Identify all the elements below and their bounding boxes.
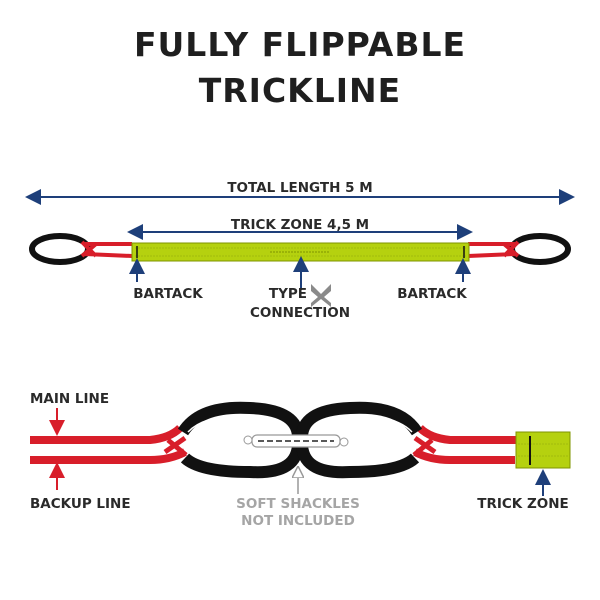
trick-zone-webbing [131,242,470,262]
x-icon [311,284,331,307]
trick-zone-label: TRICK ZONE [477,496,568,512]
bartack-left-label: BARTACK [133,286,203,302]
soft-shackles-label: SOFT SHACKLES [236,496,360,512]
trick-zone-segment [515,431,571,469]
trick-zone-length-label: TRICK ZONE 4,5 M [231,217,369,233]
not-included-label: NOT INCLUDED [241,513,355,529]
title-line-1: FULLY FLIPPABLE [134,25,466,64]
right-loop [467,233,571,265]
main-line-label: MAIN LINE [30,391,109,407]
type-label: TYPE [269,286,307,302]
left-loop [29,233,133,265]
connection-label: CONNECTION [250,305,350,321]
title-line-2: TRICKLINE [199,71,401,110]
bartack-right-label: BARTACK [397,286,467,302]
main-and-backup-lines [30,425,570,464]
total-length-label: TOTAL LENGTH 5 M [227,180,372,196]
soft-shackle [243,434,349,448]
backup-line-label: BACKUP LINE [30,496,131,512]
